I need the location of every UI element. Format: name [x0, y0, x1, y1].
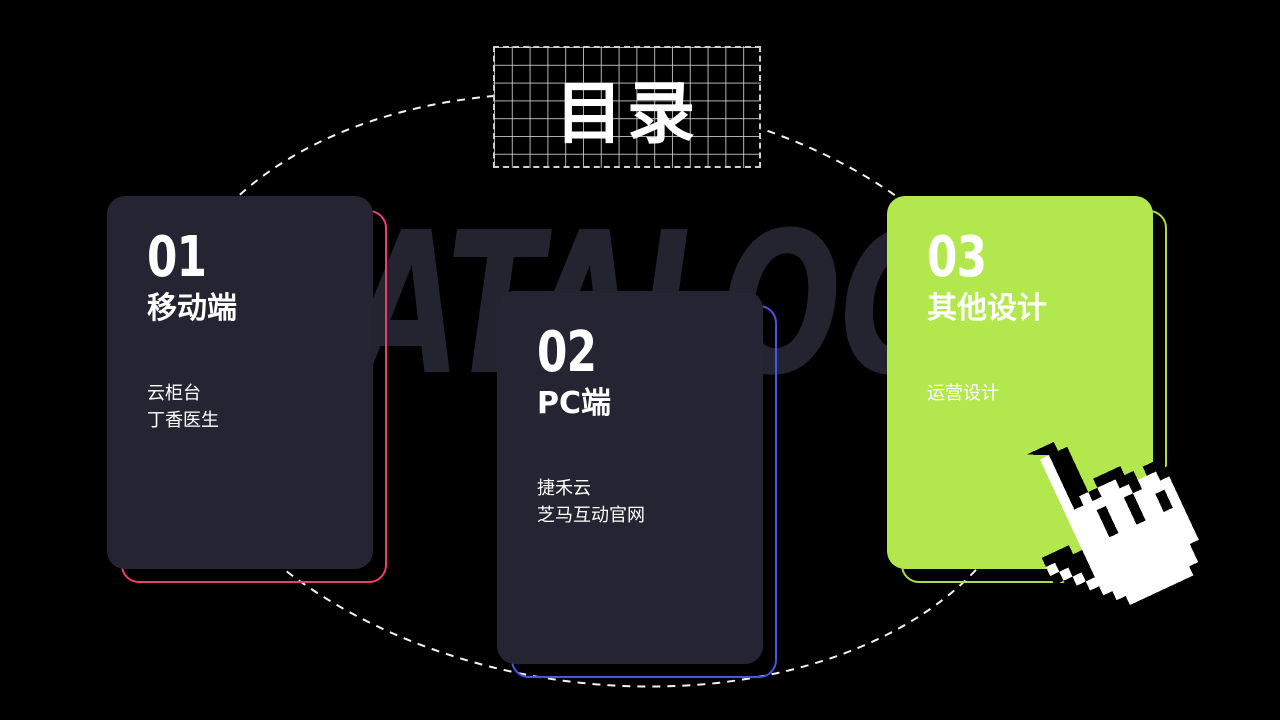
list-item: 云柜台: [147, 383, 201, 404]
pixel-hand-pointer-icon: [1026, 441, 1210, 615]
card-number: 01: [147, 225, 207, 290]
card-item-list: 捷禾云 芝马互动官网: [537, 475, 723, 529]
card-item-list: 运营设计: [927, 380, 1113, 407]
catalog-card-mobile[interactable]: 01 移动端 云柜台 丁香医生: [107, 196, 373, 569]
card-heading: 移动端: [147, 291, 237, 326]
card-heading: PC端: [537, 386, 612, 421]
page-title: 目录: [554, 74, 699, 154]
card-heading: 其他设计: [927, 291, 1047, 326]
list-item: 芝马互动官网: [537, 505, 645, 526]
title-grid-box: 目录: [493, 46, 761, 168]
list-item: 运营设计: [927, 383, 999, 404]
list-item: 丁香医生: [147, 410, 219, 431]
card-number: 03: [927, 225, 987, 290]
list-item: 捷禾云: [537, 478, 591, 499]
card-number: 02: [537, 320, 597, 385]
card-item-list: 云柜台 丁香医生: [147, 380, 333, 434]
catalog-card-pc[interactable]: 02 PC端 捷禾云 芝马互动官网: [497, 291, 763, 664]
